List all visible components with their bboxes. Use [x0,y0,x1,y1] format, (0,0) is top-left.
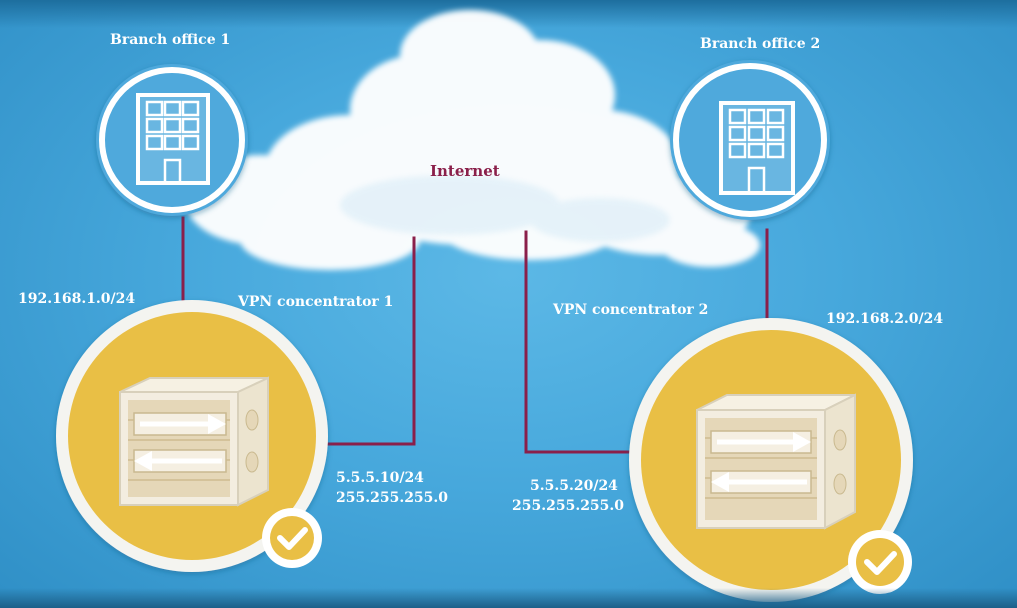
internet-label: Internet [430,162,500,180]
vpn-concentrator-1-mask: 255.255.255.0 [336,490,449,506]
links [181,216,769,454]
vpn-concentrator-1-label: VPN concentrator 1 [238,294,394,310]
vpn-concentrator-2-ip: 5.5.5.20/24 [530,478,618,494]
check-badge-icon [848,530,912,594]
branch-office-2-title: Branch office 2 [700,36,821,52]
vpn-concentrator-icon [119,376,269,507]
vpn-concentrator-2-mask: 255.255.255.0 [512,498,625,514]
branch-office-1-title: Branch office 1 [110,32,231,48]
vpn-concentrator-2-label: VPN concentrator 2 [553,302,709,318]
building-icon [136,93,210,185]
vpn-concentrator-icon [696,393,856,530]
branch-office-1-subnet: 192.168.1.0/24 [18,291,136,307]
building-icon [719,101,795,195]
link-vpn1-internet [324,236,416,446]
check-badge-icon [262,508,322,568]
link-internet-vpn2 [524,230,632,454]
vpn-concentrator-1-ip: 5.5.5.10/24 [336,470,424,486]
branch-office-2-subnet: 192.168.2.0/24 [826,311,944,327]
